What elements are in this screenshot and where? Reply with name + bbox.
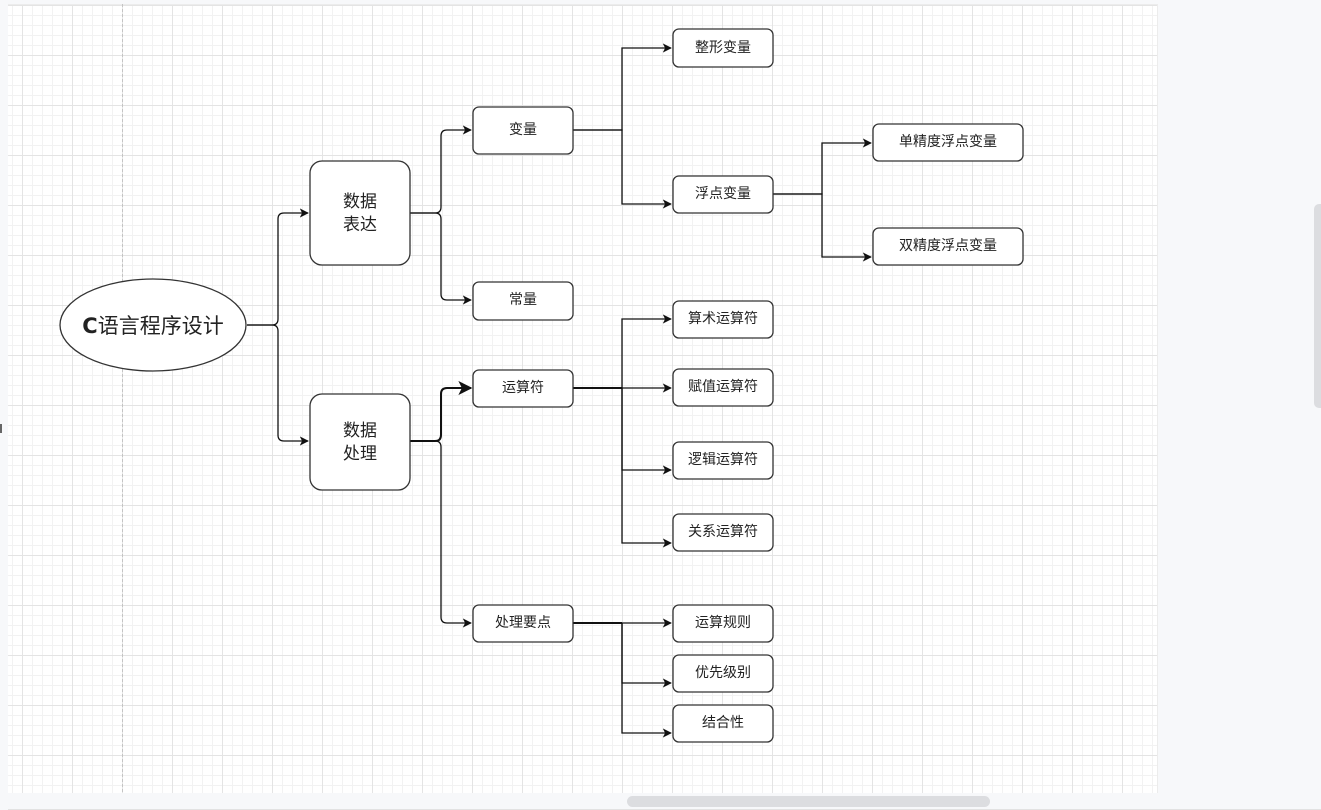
- edge-variable-to-integer: [573, 43, 672, 131]
- collapsed-panel-handle[interactable]: [0, 424, 2, 433]
- node-single-precision-float[interactable]: 单精度浮点变量: [872, 123, 1024, 162]
- edge-root-to-processing: [247, 324, 309, 446]
- node-variable[interactable]: 变量: [472, 106, 574, 155]
- svg-text:C语言程序设计: C语言程序设计: [82, 314, 223, 338]
- vertical-scrollbar-thumb[interactable]: [1314, 204, 1321, 408]
- node-associativity[interactable]: 结合性: [672, 704, 774, 743]
- node-label: 处理要点: [495, 615, 551, 631]
- root-label: 语言程序设计: [98, 314, 224, 338]
- node-arithmetic-operator[interactable]: 算术运算符: [672, 300, 774, 339]
- node-label-line2: 表达: [343, 215, 377, 235]
- edge-variable-to-float: [573, 129, 672, 209]
- edge-keypoints-to-precedence: [621, 623, 672, 688]
- node-label: 逻辑运算符: [688, 452, 758, 468]
- node-logical-operator[interactable]: 逻辑运算符: [672, 441, 774, 480]
- node-label: 浮点变量: [695, 186, 751, 202]
- node-label-line2: 处理: [343, 444, 377, 464]
- edge-operators-to-relational: [621, 388, 672, 548]
- edge-expression-to-constant: [410, 212, 472, 305]
- node-label-line1: 数据: [343, 421, 377, 441]
- node-double-precision-float[interactable]: 双精度浮点变量: [872, 227, 1024, 266]
- node-label: 优先级别: [695, 665, 751, 681]
- node-data-processing[interactable]: 数据 处理: [309, 393, 411, 491]
- node-label: 常量: [509, 292, 537, 308]
- node-label: 单精度浮点变量: [899, 134, 997, 150]
- edge-expression-to-variable: [410, 125, 472, 214]
- edge-keypoints-to-associativity: [621, 623, 672, 738]
- edge-operators-to-logical: [621, 388, 672, 475]
- node-label: 运算规则: [695, 615, 751, 631]
- node-relational-operator[interactable]: 关系运算符: [672, 513, 774, 552]
- node-label: 赋值运算符: [688, 379, 758, 395]
- node-label: 整形变量: [695, 40, 751, 56]
- node-operation-rules[interactable]: 运算规则: [672, 604, 774, 643]
- horizontal-scrollbar-thumb[interactable]: [627, 796, 990, 807]
- root-node[interactable]: C语言程序设计: [59, 278, 247, 372]
- node-label: 双精度浮点变量: [899, 238, 997, 254]
- edge-processing-to-keypoints: [410, 440, 472, 628]
- node-constant[interactable]: 常量: [472, 281, 574, 321]
- edge-root-to-expression: [247, 208, 309, 326]
- node-precedence[interactable]: 优先级别: [672, 654, 774, 693]
- edge-float-to-double: [773, 193, 872, 262]
- node-label: 关系运算符: [688, 524, 758, 540]
- node-data-expression[interactable]: 数据 表达: [309, 160, 411, 266]
- node-assignment-operator[interactable]: 赋值运算符: [672, 368, 774, 407]
- edge-float-to-single: [773, 138, 872, 195]
- page-boundary-guide: [122, 4, 123, 792]
- edge-operators-to-arithmetic: [621, 314, 672, 388]
- root-label-prefix: C: [82, 314, 97, 338]
- node-label: 算术运算符: [688, 311, 758, 327]
- node-label-line1: 数据: [343, 192, 377, 212]
- edge-processing-to-operators: [410, 381, 473, 442]
- node-float-variable[interactable]: 浮点变量: [672, 175, 774, 214]
- node-key-points[interactable]: 处理要点: [472, 604, 574, 643]
- node-label: 变量: [509, 122, 537, 138]
- node-label: 运算符: [502, 380, 544, 396]
- node-label: 结合性: [702, 715, 744, 731]
- node-operators[interactable]: 运算符: [472, 369, 574, 408]
- node-integer-variable[interactable]: 整形变量: [672, 28, 774, 68]
